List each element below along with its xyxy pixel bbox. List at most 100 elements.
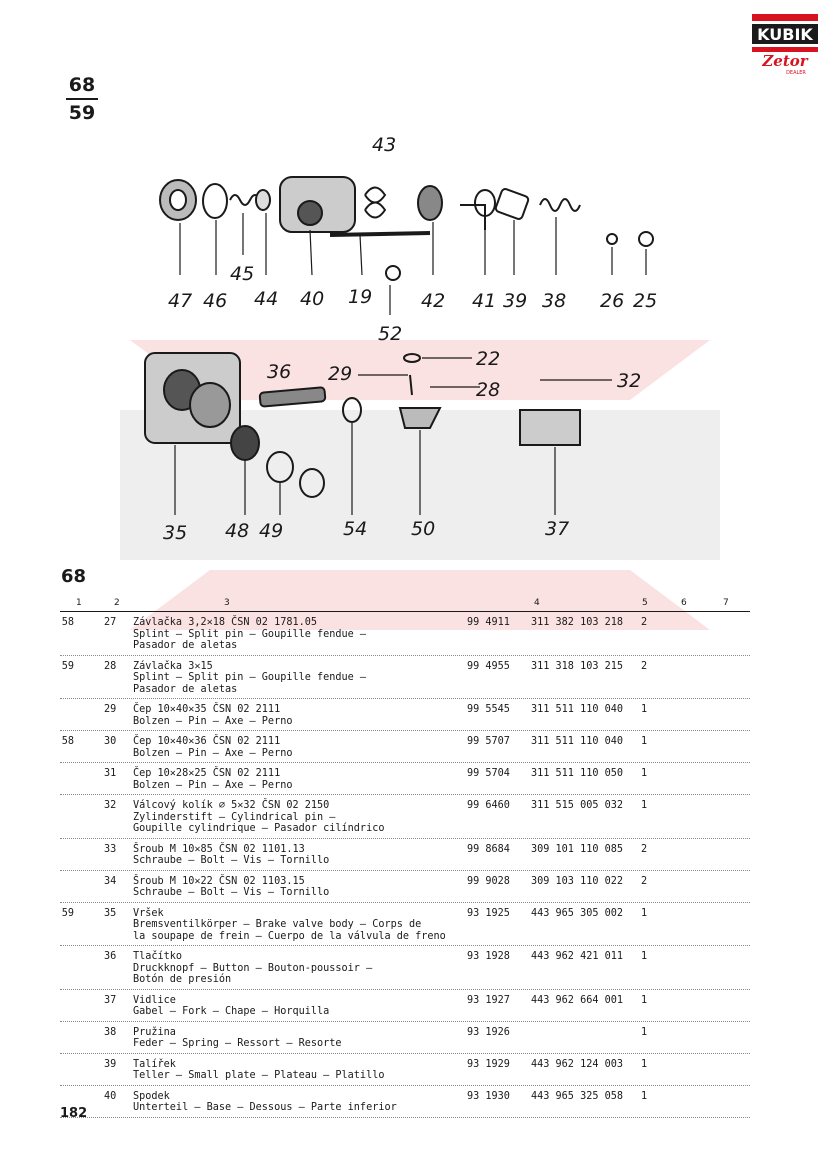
- callout-label: 40: [300, 288, 324, 310]
- callout-label: 25: [633, 290, 657, 312]
- fraction-bar: [66, 98, 98, 100]
- description-line: Závlačka 3,2✕18 ČSN 02 1781.05: [133, 617, 318, 628]
- description-line: Botón de presión: [133, 974, 232, 985]
- description-line: Schraube — Bolt — Vis — Tornillo: [133, 855, 330, 866]
- figure-ref: 58: [61, 617, 74, 628]
- part-code: 99 4911: [467, 617, 510, 628]
- part-code: 99 5707: [467, 736, 510, 747]
- logo-bottom-text: Zetor: [761, 52, 808, 70]
- part-number: 443 965 325 058: [531, 1090, 624, 1102]
- figure-ref: 58: [61, 736, 74, 747]
- item-number: 37: [104, 994, 117, 1006]
- description-line: Čep 10✕28✕25 ČSN 02 2111: [133, 768, 281, 779]
- column-header: 5: [642, 598, 648, 608]
- callout-label: 38: [542, 290, 566, 312]
- callout-label: 22: [476, 348, 500, 370]
- part-code: 93 1926: [467, 1026, 510, 1038]
- description-line: Schraube — Bolt — Vis — Tornillo: [133, 887, 330, 898]
- kubik-zetor-logo: KUBIK Zetor DEALER: [752, 14, 818, 76]
- item-number: 32: [104, 800, 117, 811]
- description-line: Goupille cylindrique — Pasador cilíndric…: [133, 823, 385, 834]
- quantity: 1: [641, 704, 648, 715]
- part-code: 99 8684: [467, 843, 510, 855]
- description-line: Šroub M 10✕22 ČSN 02 1103.15: [133, 875, 305, 887]
- description-line: Splint — Split pin — Goupille fendue —: [133, 672, 367, 683]
- exploded-parts-diagram: 43 47 46 45 44 40 19 42 41 39 38 26 25 5…: [144, 134, 657, 544]
- part-number: 311 511 110 040: [531, 704, 624, 715]
- item-number: 40: [104, 1090, 117, 1102]
- callout-label: 46: [203, 290, 227, 312]
- description-line: Čep 10✕40✕35 ČSN 02 2111: [133, 704, 281, 715]
- callout-label: 49: [259, 520, 283, 542]
- description-line: Pružina: [133, 1026, 176, 1038]
- page-reference: 68 59: [64, 74, 100, 124]
- item-number: 29: [104, 704, 117, 715]
- column-header: 6: [681, 598, 687, 608]
- item-number: 30: [104, 736, 117, 747]
- quantity: 1: [641, 736, 648, 747]
- callout-label: 54: [343, 518, 367, 540]
- quantity: 1: [641, 907, 648, 919]
- quantity: 1: [641, 800, 648, 811]
- description-line: Talířek: [133, 1058, 176, 1070]
- callout-label: 50: [411, 518, 435, 540]
- quantity: 1: [641, 1090, 648, 1102]
- part-code: 99 6460: [467, 800, 510, 811]
- callout-label: 26: [600, 290, 624, 312]
- description-line: Bolzen — Pin — Axe — Perno: [133, 779, 293, 791]
- description-line: Feder — Spring — Ressort — Resorte: [133, 1038, 342, 1049]
- description-line: Spodek: [133, 1090, 170, 1102]
- column-header: 3: [224, 598, 230, 608]
- logo-top-text: KUBIK: [757, 25, 813, 44]
- item-number: 39: [104, 1058, 117, 1070]
- callout-label: 19: [348, 286, 372, 308]
- part-number: 443 962 421 011: [531, 951, 624, 962]
- quantity: 2: [641, 875, 648, 887]
- item-number: 38: [104, 1026, 117, 1038]
- description-line: Vidlice: [133, 994, 176, 1006]
- description-line: Vršek: [133, 907, 164, 919]
- callout-label: 35: [163, 522, 187, 544]
- quantity: 1: [641, 951, 648, 962]
- part-number: 309 101 110 085: [531, 843, 624, 855]
- part-code: 93 1929: [467, 1058, 510, 1070]
- column-header: 2: [114, 598, 120, 608]
- section-number: 68: [61, 566, 87, 587]
- part-code: 99 5545: [467, 704, 510, 715]
- callout-label: 42: [421, 290, 445, 312]
- description-line: Pasador de aletas: [133, 640, 238, 651]
- part-number: 311 382 103 218: [531, 617, 624, 628]
- item-number: 35: [104, 907, 117, 919]
- callout-label: 41: [472, 290, 496, 312]
- callout-label: 44: [254, 288, 278, 310]
- column-header: 1: [76, 598, 82, 608]
- header-rule: [60, 611, 750, 612]
- callout-label: 37: [545, 518, 569, 540]
- part-code: 99 4955: [467, 660, 510, 672]
- part-number: 311 511 110 040: [531, 736, 624, 747]
- description-line: Bolzen — Pin — Axe — Perno: [133, 715, 293, 727]
- description-line: Pasador de aletas: [133, 683, 238, 695]
- column-header: 4: [534, 598, 540, 608]
- description-line: Šroub M 10✕85 ČSN 02 1101.13: [133, 843, 305, 855]
- description-line: Unterteil — Base — Dessous — Parte infer…: [133, 1102, 397, 1113]
